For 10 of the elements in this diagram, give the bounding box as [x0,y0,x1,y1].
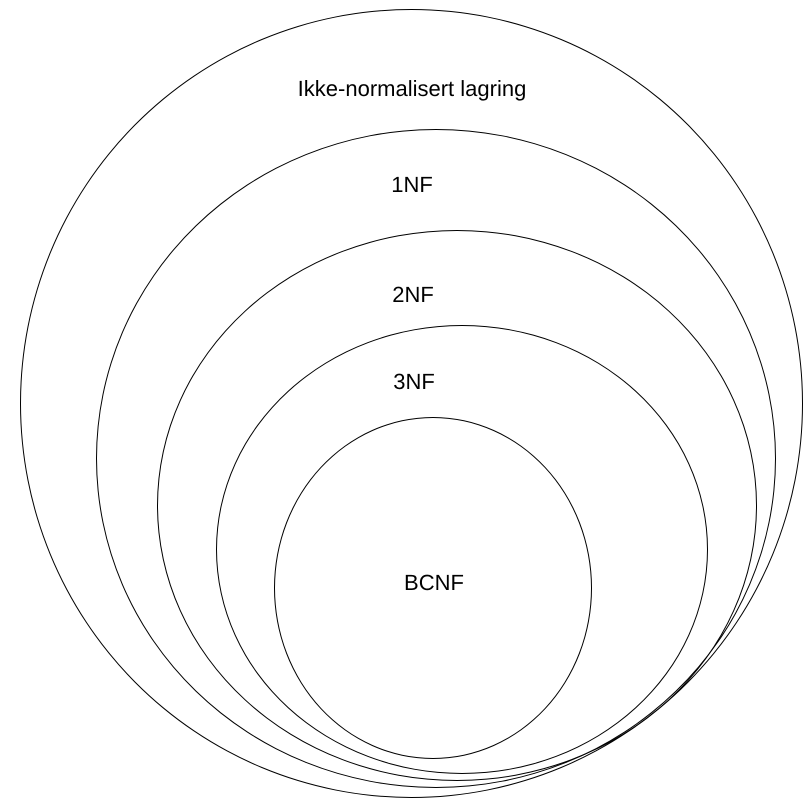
nested-ellipse [274,417,592,759]
level-label: Ikke-normalisert lagring [298,76,526,102]
nested-ellipse [96,129,776,788]
nested-ellipse [20,9,803,798]
nested-ellipse [216,325,708,774]
level-label: 2NF [392,282,434,308]
level-label: 1NF [391,172,433,198]
level-label: 3NF [393,369,435,395]
level-label: BCNF [404,570,464,596]
nested-ellipse [157,230,757,781]
